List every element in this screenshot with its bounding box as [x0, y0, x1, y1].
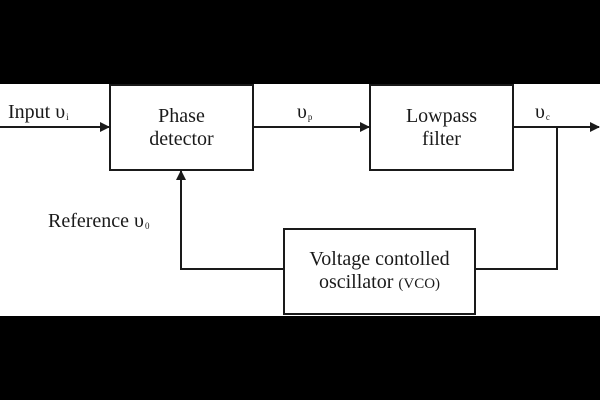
- feedback-to-vco-wire: [476, 127, 558, 270]
- phase-detector-label-line1: Phase: [158, 104, 205, 127]
- input-subscript: i: [66, 112, 69, 122]
- vc-signal-label: υc: [535, 101, 550, 128]
- lowpass-filter-label-line2: filter: [422, 127, 461, 150]
- diagram-panel: Phase detector Lowpass filter Voltage co…: [0, 84, 600, 316]
- lowpass-filter-label-line1: Lowpass: [405, 104, 478, 127]
- vco-label-line1: Voltage contolled: [309, 247, 450, 270]
- vp-symbol: υ: [297, 101, 307, 123]
- vco-label-abbreviation: (VCO): [398, 275, 441, 292]
- input-symbol: υ: [55, 101, 66, 123]
- vp-signal-label: υp: [297, 101, 312, 128]
- phase-detector-block: Phase detector: [109, 84, 254, 171]
- reference-label-text: Reference: [48, 210, 130, 232]
- input-signal-label: Input υi: [8, 101, 69, 128]
- reference-signal-label: Reference υ0: [48, 210, 149, 237]
- vco-label-oscillator: oscillator: [318, 270, 394, 293]
- phase-detector-label-line2: detector: [149, 127, 214, 150]
- reference-arrow: [176, 170, 283, 270]
- lowpass-filter-block: Lowpass filter: [369, 84, 514, 171]
- vc-symbol: υ: [535, 101, 545, 123]
- input-label-text: Input: [8, 101, 51, 123]
- signal-wires: [0, 122, 600, 270]
- reference-subscript: 0: [144, 221, 150, 231]
- vp-subscript: p: [307, 112, 313, 122]
- vc-subscript: c: [545, 112, 550, 122]
- reference-symbol: υ: [134, 210, 144, 232]
- vco-label-line2: oscillator (VCO): [309, 271, 449, 296]
- vco-block: Voltage contolled oscillator (VCO): [283, 228, 476, 315]
